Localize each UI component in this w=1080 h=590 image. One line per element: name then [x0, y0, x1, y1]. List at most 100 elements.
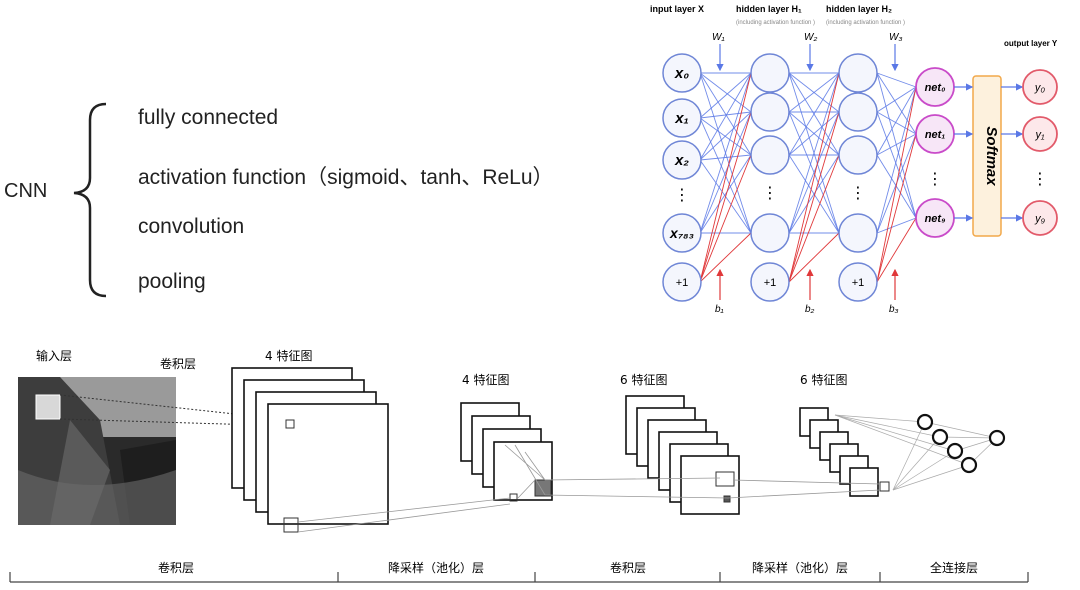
svg-text:y₀: y₀: [1034, 82, 1046, 94]
topic-fully-connected: fully connected: [138, 106, 279, 129]
feature-maps-1-label: 4 特征图: [265, 348, 312, 363]
nn-bias-edge: [876, 133, 917, 283]
nn-edge: [876, 133, 917, 156]
fc-edge: [939, 436, 998, 439]
neural-network: input layer X hidden layer H₁ (including…: [650, 4, 1058, 315]
nn-bias-edge: [699, 232, 752, 283]
weight-w1: W₁: [712, 32, 725, 43]
feature-maps-2-label: 4 特征图: [462, 372, 509, 387]
svg-text:+1: +1: [676, 277, 689, 289]
fc-node: [916, 413, 934, 431]
stage-pool-2: 降采样（池化）层: [752, 560, 848, 575]
svg-text:net₁: net₁: [925, 129, 946, 141]
nn-edge: [699, 72, 752, 161]
stage-pool-1: 降采样（池化）层: [388, 560, 484, 575]
nn-edge: [699, 111, 752, 234]
svg-text:y₁: y₁: [1035, 129, 1046, 141]
feature-map-c1: [267, 403, 389, 525]
stage-conv-1: 卷积层: [158, 560, 194, 575]
nn-edge: [876, 86, 917, 234]
hidden1-sub: (including activation function ): [736, 20, 815, 26]
nn-edge: [699, 72, 752, 113]
hidden2-node: [838, 135, 878, 175]
fc-node: [946, 442, 964, 460]
nn-edge: [876, 72, 917, 219]
hidden1-node: [750, 92, 790, 132]
nn-edge: [699, 154, 752, 234]
nn-edge: [699, 154, 752, 161]
hidden2-header: hidden layer H₂: [826, 4, 892, 14]
input-node-x1: x₁: [662, 98, 702, 138]
nn-edge: [876, 72, 917, 88]
nn-edges: [699, 72, 917, 283]
svg-text:x₁: x₁: [674, 110, 689, 127]
bias-b2: b₂: [805, 304, 815, 315]
hidden2-node: [838, 213, 878, 253]
nn-edge: [699, 72, 752, 234]
nn-bias-edge: [788, 232, 840, 283]
output-node-y1: y₁: [1022, 116, 1058, 152]
topic-convolution: convolution: [138, 215, 245, 238]
hidden2-node: [838, 53, 878, 93]
fc-edge: [924, 421, 998, 439]
nn-edge: [699, 117, 752, 234]
kernel-window: [285, 419, 295, 429]
nn-edge: [788, 72, 840, 156]
nn-edge: [876, 86, 917, 113]
curly-brace: [73, 102, 107, 298]
cnn-pipeline: 输入层 卷积层 4 特征图 4 特征图 6 特征图 6 特征图: [18, 348, 1006, 533]
kernel-window: [715, 471, 735, 487]
svg-text:+1: +1: [852, 277, 865, 289]
nn-edge: [788, 72, 840, 234]
stage-conv-2: 卷积层: [610, 560, 646, 575]
stage-axis: [9, 572, 1029, 583]
feature-maps-3-label: 6 特征图: [620, 372, 667, 387]
output-node-y0: y₀: [1022, 69, 1058, 105]
cnn-label: CNN: [4, 180, 48, 202]
nn-bias-edge: [876, 86, 917, 283]
nn-edge: [699, 111, 752, 119]
hidden2-sub: (including activation function ): [826, 20, 905, 26]
hidden2-node: [838, 92, 878, 132]
hidden1-node: [750, 135, 790, 175]
hidden1-node: [750, 213, 790, 253]
svg-text:net₉: net₉: [925, 213, 946, 225]
nn-edge: [876, 72, 917, 135]
fc-node: [931, 428, 949, 446]
softmax-label: Softmax: [983, 126, 1000, 186]
input-node-x0: x₀: [662, 53, 702, 93]
kernel-window: [879, 481, 890, 492]
nn-edge: [699, 72, 752, 119]
bias-b3: b₃: [889, 304, 899, 315]
fc-edge: [834, 414, 926, 423]
softmax-box: [972, 75, 1002, 237]
pool-window: [534, 479, 552, 497]
input-image: [18, 377, 176, 525]
hidden1-node: [750, 53, 790, 93]
nn-bias-edge: [788, 154, 840, 283]
input-layer-header: input layer X: [650, 4, 704, 14]
fc-node: [988, 429, 1006, 447]
fc-node: [960, 456, 978, 474]
nn-bias-edge: [699, 154, 752, 283]
net-node-0: net₀: [915, 67, 955, 107]
fc-edge: [834, 414, 956, 452]
topic-pooling: pooling: [138, 270, 206, 293]
nn-edge: [876, 111, 917, 219]
svg-text:y₉: y₉: [1034, 213, 1046, 225]
nn-bias-edge: [699, 72, 752, 283]
hidden1-ellipsis: ⋮: [762, 185, 778, 202]
feature-map-c3: [680, 455, 740, 515]
svg-text:x₀: x₀: [674, 65, 689, 82]
nn-bias-edge: [876, 217, 917, 283]
svg-text:x₂: x₂: [674, 152, 689, 169]
fully-connected-nodes: [834, 413, 1006, 491]
input-ellipsis: ⋮: [674, 187, 690, 204]
conv-layer-label-top: 卷积层: [160, 356, 196, 371]
bias-node-input: +1: [662, 262, 702, 302]
bias-b1: b₁: [715, 304, 724, 315]
stage-fc: 全连接层: [930, 560, 978, 575]
output-node-y9: y₉: [1022, 200, 1058, 236]
fc-edge: [892, 464, 970, 491]
